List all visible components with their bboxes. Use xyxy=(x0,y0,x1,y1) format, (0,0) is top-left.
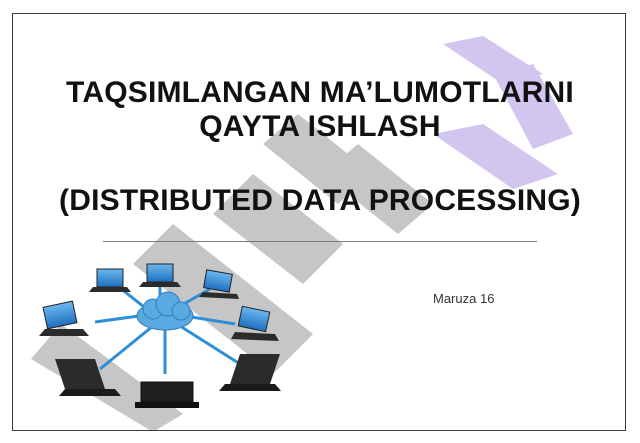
laptop-icon xyxy=(39,263,281,408)
slide-frame: TAQSIMLANGAN MA’LUMOTLARNI QAYTA ISHLASH… xyxy=(12,13,626,431)
lecture-label: Maruza 16 xyxy=(433,291,495,306)
cloud-icon xyxy=(136,291,194,331)
title-line-2: QAYTA ISHLASH xyxy=(199,110,441,143)
title-line-1: TAQSIMLANGAN MA’LUMOTLARNI xyxy=(66,76,574,109)
divider xyxy=(103,241,537,242)
subtitle: (DISTRIBUTED DATA PROCESSING) xyxy=(59,184,581,217)
cloud-network-icon xyxy=(39,263,281,408)
